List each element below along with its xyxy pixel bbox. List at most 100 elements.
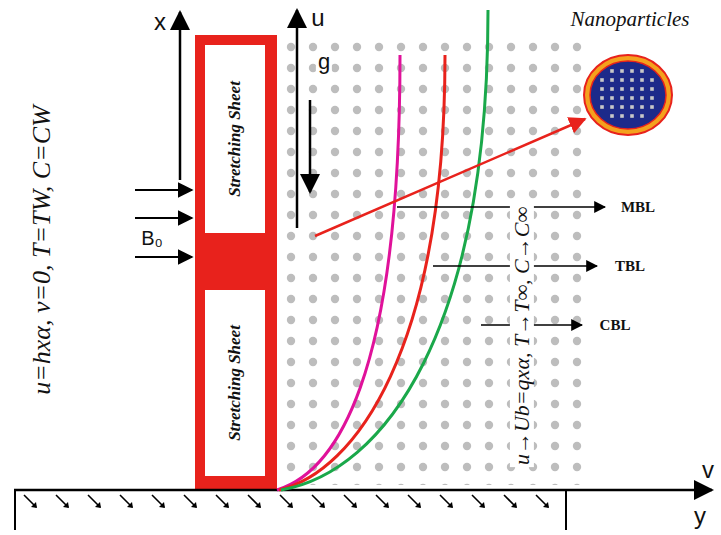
momentum-profile: [277, 55, 400, 490]
hatch-stroke: [472, 495, 484, 507]
grain: [610, 69, 614, 73]
hatch-stroke: [440, 495, 452, 507]
hatch-head: [95, 502, 101, 508]
grain: [650, 87, 654, 91]
layer-label: MBL: [621, 199, 655, 216]
hatch-stroke: [120, 495, 132, 507]
far-field-condition: u→Ub=qxα, T→T∞, C→C∞: [510, 205, 534, 467]
grain: [630, 87, 634, 91]
hatch-head: [191, 502, 197, 508]
layer-arrow: [397, 206, 605, 208]
grain: [650, 105, 654, 109]
grain: [630, 69, 634, 73]
hatch-stroke: [56, 495, 68, 507]
sheet-panel: Stretching Sheet: [205, 290, 265, 476]
hatch-stroke: [344, 495, 356, 507]
grain: [620, 78, 624, 82]
grain: [650, 96, 654, 100]
grain: [650, 78, 654, 82]
hatch-head: [447, 502, 453, 508]
grain: [640, 87, 644, 91]
grain: [640, 78, 644, 82]
hatch-head: [319, 502, 325, 508]
grain: [640, 69, 644, 73]
grain: [600, 78, 604, 82]
hatch-stroke: [88, 495, 100, 507]
grain: [630, 114, 634, 118]
thermal-profile: [279, 55, 445, 490]
hatch-stroke: [24, 495, 36, 507]
sheet-panel: Stretching Sheet: [205, 45, 265, 233]
gravity-arrow: [309, 100, 312, 192]
callout-title: Nanoparticles: [571, 8, 690, 31]
nanoparticle-grains: [600, 69, 654, 118]
u-arrow: [296, 10, 299, 228]
hatch-head: [511, 502, 517, 508]
grain: [620, 69, 624, 73]
hatch-head: [543, 502, 549, 508]
y-axis: [14, 489, 712, 492]
nanoparticle-shell: [584, 55, 672, 135]
layer-label: TBL: [615, 258, 645, 275]
hatch-head: [479, 502, 485, 508]
layer-label: CBL: [600, 317, 631, 334]
field-arrow: [135, 189, 192, 191]
sheet-label: Stretching Sheet: [226, 81, 245, 197]
field-label: B₀: [141, 227, 163, 249]
hatch-stroke: [504, 495, 516, 507]
grain: [610, 114, 614, 118]
grain: [620, 87, 624, 91]
grain: [630, 105, 634, 109]
hatch-stroke: [152, 495, 164, 507]
grain: [600, 96, 604, 100]
ground-edge: [14, 490, 16, 530]
ground-hatch: [24, 495, 549, 508]
hatch-stroke: [184, 495, 196, 507]
grain: [630, 96, 634, 100]
grain: [610, 105, 614, 109]
hatch-stroke: [216, 495, 228, 507]
hatch-head: [383, 502, 389, 508]
hatch-head: [287, 502, 293, 508]
grain: [630, 78, 634, 82]
axis-label: x: [154, 9, 166, 35]
grain: [620, 114, 624, 118]
grain: [620, 96, 624, 100]
hatch-head: [223, 502, 229, 508]
sheet-label: Stretching Sheet: [226, 325, 245, 441]
grain: [640, 96, 644, 100]
nanoparticle-core: [590, 61, 666, 129]
gravity-label: g: [316, 50, 332, 74]
field-arrow: [135, 217, 192, 219]
hatch-head: [159, 502, 165, 508]
hatch-stroke: [408, 495, 420, 507]
hatch-stroke: [376, 495, 388, 507]
hatch-head: [255, 502, 261, 508]
hatch-stroke: [248, 495, 260, 507]
stretching-sheet: [195, 35, 277, 490]
concentration-profile: [281, 10, 488, 490]
grain: [610, 87, 614, 91]
grain: [620, 105, 624, 109]
ground-edge: [565, 490, 567, 530]
field-arrow: [135, 256, 192, 258]
velocity-label: u: [309, 5, 326, 31]
zoom-arrow: [315, 119, 585, 236]
wall-condition: u=hxα, v=0, T=TW, C=CW: [28, 105, 57, 394]
grain: [600, 87, 604, 91]
hatch-head: [415, 502, 421, 508]
grain: [600, 105, 604, 109]
hatch-stroke: [280, 495, 292, 507]
hatch-head: [127, 502, 133, 508]
hatch-head: [351, 502, 357, 508]
grain: [640, 105, 644, 109]
hatch-stroke: [536, 495, 548, 507]
hatch-stroke: [312, 495, 324, 507]
axis-label: y: [694, 503, 706, 529]
axis-label: v: [702, 457, 714, 483]
hatch-head: [31, 502, 37, 508]
grain: [640, 114, 644, 118]
